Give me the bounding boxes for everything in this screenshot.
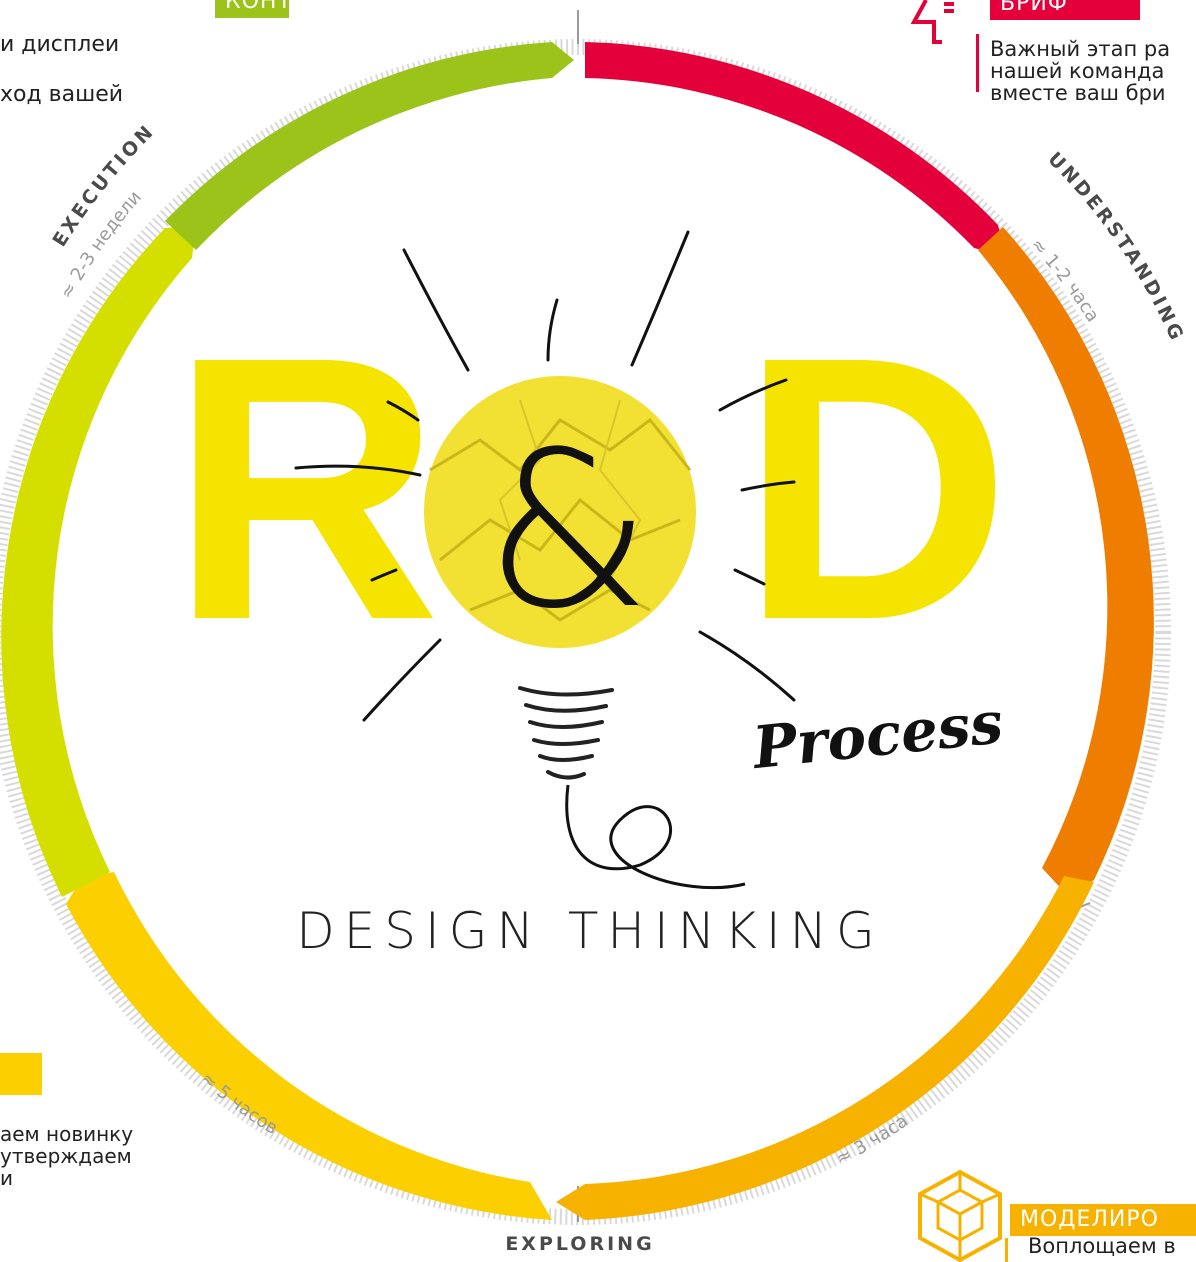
bulb-base — [518, 686, 614, 780]
modeling-divider — [1005, 1238, 1008, 1262]
ring-arc-lime — [1, 226, 196, 897]
modeling-text-line1: Воплощаем в — [1028, 1234, 1176, 1258]
light-rays — [294, 230, 796, 722]
design-thinking-title: DESIGN THINKING — [296, 902, 884, 960]
bulb-wire — [565, 784, 746, 889]
ring-arc-yellow — [66, 872, 552, 1220]
brief-text-line1: Важный этап ра — [990, 37, 1171, 61]
letter-d: D — [740, 280, 1011, 698]
control-text-line1: и дисплеи — [0, 32, 120, 57]
ring-arc-amber — [556, 876, 1094, 1220]
paper-ball — [424, 376, 696, 648]
brief-text-line3: вместе ваш бри — [990, 81, 1166, 105]
ampersand: & — [484, 405, 652, 656]
cube-icon — [918, 1169, 1002, 1262]
exploring-text-line3: и — [0, 1166, 13, 1190]
exploring-block-marker — [0, 1053, 42, 1095]
brief-label: БРИФ — [990, 0, 1140, 20]
process-script: Process — [748, 688, 1006, 782]
exploring-text-line2: утверждаем — [0, 1144, 132, 1168]
ring-arc-red — [585, 42, 1006, 256]
phase-exploring: EXPLORING — [505, 1233, 654, 1255]
ring-arc-orange — [978, 227, 1154, 896]
control-text-line2: ход вашей — [0, 82, 124, 107]
modeling-label: МОДЕЛИРО — [1010, 1204, 1196, 1236]
brief-text-line2: нашей команда — [990, 59, 1165, 83]
brief-divider — [976, 34, 979, 92]
letter-r: R — [170, 280, 441, 698]
exploring-text-line1: аем новинку — [0, 1122, 134, 1146]
ring-arc-green — [165, 42, 574, 250]
lightbulb-icon — [910, 0, 954, 44]
control-label: КОНТРОЛЬ — [215, 0, 289, 18]
